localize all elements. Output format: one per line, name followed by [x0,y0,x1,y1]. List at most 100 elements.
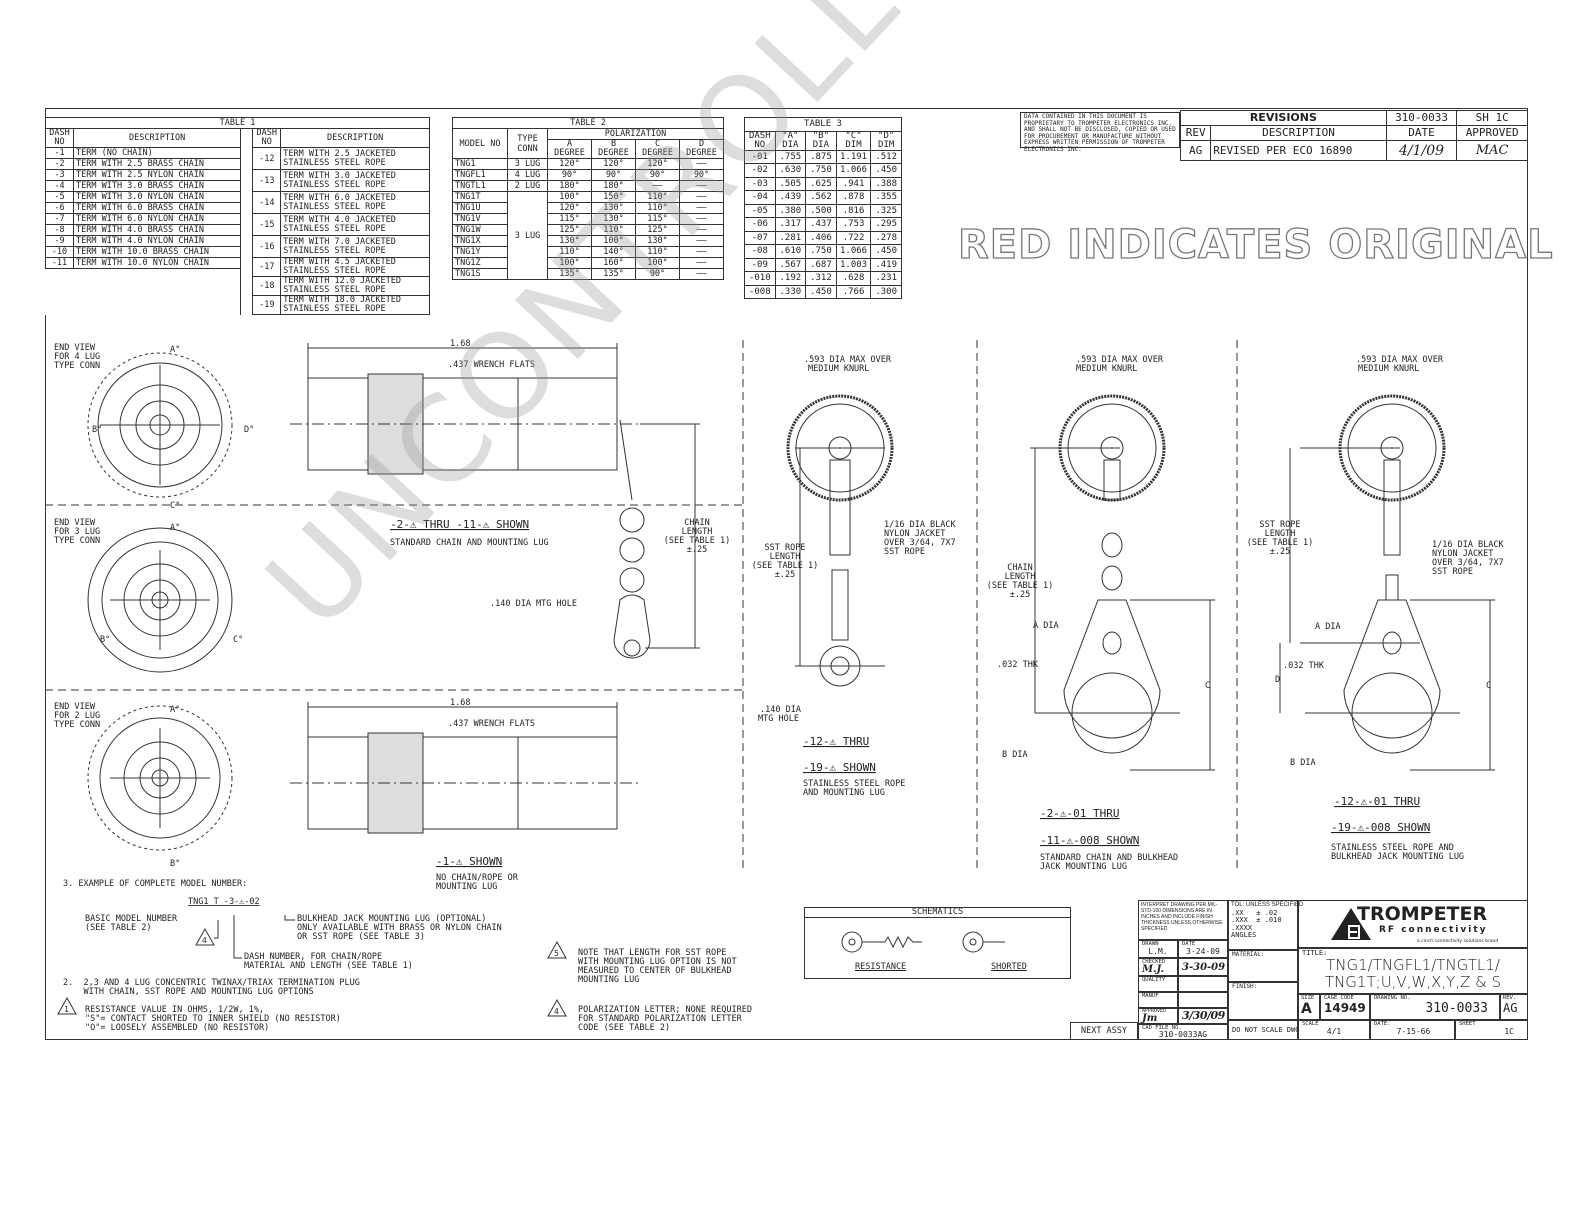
view-subtitle: STAINLESS STEEL ROPE AND [1331,843,1454,853]
label: ±.25 [775,570,795,580]
end-view-4-lug [87,352,233,498]
header: B DEGREE [591,139,636,159]
label: LENGTH [1005,572,1036,582]
label: SST ROPE [1432,567,1473,577]
label: CHAIN [1007,563,1033,573]
label: ±.25 [687,545,707,555]
table-cell: STAINLESS STEEL ROPE [283,304,386,314]
table-cell: -08 [744,244,776,259]
table-cell: —— [679,224,724,236]
table-cell: 100° [635,257,680,269]
table-cell: .295 [870,217,902,232]
table-cell: TERM WITH 6.0 BRASS CHAIN [72,202,242,214]
table-cell: -05 [744,203,776,218]
table-cell: -14 [252,191,282,214]
table-cell: TERM WITH 7.0 JACKETED [283,236,396,247]
trompeter-logo-icon [1331,908,1371,940]
table-cell: .192 [774,271,807,286]
label: 1/16 DIA BLACK [1432,540,1505,550]
label: SST ROPE [1260,520,1301,530]
note-4-triangle-icon [195,927,215,946]
note-2: WITH CHAIN, SST ROPE AND MOUNTING LUG OP… [63,987,314,997]
sheet-value: 1C [1504,1027,1514,1036]
table-cell: —— [635,180,680,192]
table-cell: TERM WITH 2.5 BRASS CHAIN [72,158,242,170]
header: POLARIZATION [547,128,724,140]
label-a: A° [170,345,180,355]
table-cell: —— [679,246,724,258]
table-cell: 140° [591,246,636,258]
table-cell: 120° [547,158,592,170]
table-cell: .753 [835,217,872,232]
table-cell: 120° [591,158,636,170]
rev-value: AG [1503,1001,1518,1015]
table-cell: TNG1 [452,158,508,170]
approved-date: 3/30/09 [1178,1008,1228,1024]
note-1: "O"= LOOSELY ASSEMBLED (NO RESISTOR) [85,1023,269,1033]
table-cell: 125° [547,224,592,236]
scale-value: 4/1 [1326,1027,1342,1036]
table-cell: -04 [744,190,776,205]
label: NYLON JACKET [884,529,945,539]
label: SHEET [1459,1021,1476,1027]
drawn-date: 3-24-09 [1186,947,1220,956]
label: BASIC MODEL NUMBER [85,914,178,924]
table-cell: -16 [252,235,282,258]
view-title: -19-⚠ SHOWN [803,761,876,774]
table-cell: 100° [547,191,592,203]
table-cell: 130° [591,202,636,214]
drawn-by: L.M. [1148,947,1168,956]
note-1: "S"= CONTACT SHORTED TO INNER SHIELD (NO… [85,1014,341,1024]
table-cell: .450 [870,244,902,259]
table-row: -008.330.450.766.300 [744,284,902,299]
table-cell: TNG1V [452,213,508,225]
header: DASH NO [45,128,74,148]
label: (SEE TABLE 2) [85,923,152,933]
note-5: MOUNTING LUG [578,975,639,985]
note-5: WITH MOUNTING LUG OPTION IS NOT [578,957,737,967]
table-cell: .750 [805,163,837,178]
tolerance-block: TOL: UNLESS SPECIFIED.XX ± .02.XXX ± .01… [1228,900,1303,950]
rev-date: 4/1/09 [1385,140,1458,161]
table-cell: 3 LUG [507,191,548,280]
table-cell: .450 [805,284,837,299]
table-cell: .687 [805,257,837,272]
table-cell: .875 [805,149,837,164]
view-title: -1-⚠ SHOWN [436,855,502,868]
table-cell: .437 [805,217,837,232]
brand-line: a cinch connectivity solutions brand [1417,939,1499,944]
label: (SEE TABLE 1) [664,536,731,546]
table-cell: 160° [591,257,636,269]
table-cell: 90° [679,169,724,181]
table-cell: .312 [805,271,837,286]
table-cell: STAINLESS STEEL ROPE [283,201,386,212]
label: ±.25 [1010,590,1030,600]
table-cell: -3 [45,169,74,181]
table-cell: -5 [45,191,74,203]
table-cell: TERM WITH 6.0 NYLON CHAIN [72,213,242,225]
label: FOR 2 LUG [54,711,100,721]
table-cell: STAINLESS STEEL ROPE [283,223,386,234]
original-date: 7-15-66 [1396,1027,1431,1036]
table-cell: 1.003 [835,257,872,272]
revisions-sheet: SH 1C [1456,110,1528,126]
table-cell: TERM WITH 3.0 NYLON CHAIN [72,191,242,203]
rope-bulkhead-lug-view [1279,394,1495,771]
table-cell: .878 [835,190,872,205]
table-cell: 110° [635,246,680,258]
table-cell: .281 [774,230,807,245]
label: 1/16 DIA BLACK [884,520,957,530]
table-cell: -8 [45,224,74,236]
label: .032 THK [1283,661,1325,671]
label: CAD FILE NO. [1142,1025,1182,1031]
header: MODEL NO [452,128,508,159]
label: .593 DIA MAX OVER [804,355,892,365]
view-subtitle: STAINLESS STEEL ROPE [803,779,905,789]
